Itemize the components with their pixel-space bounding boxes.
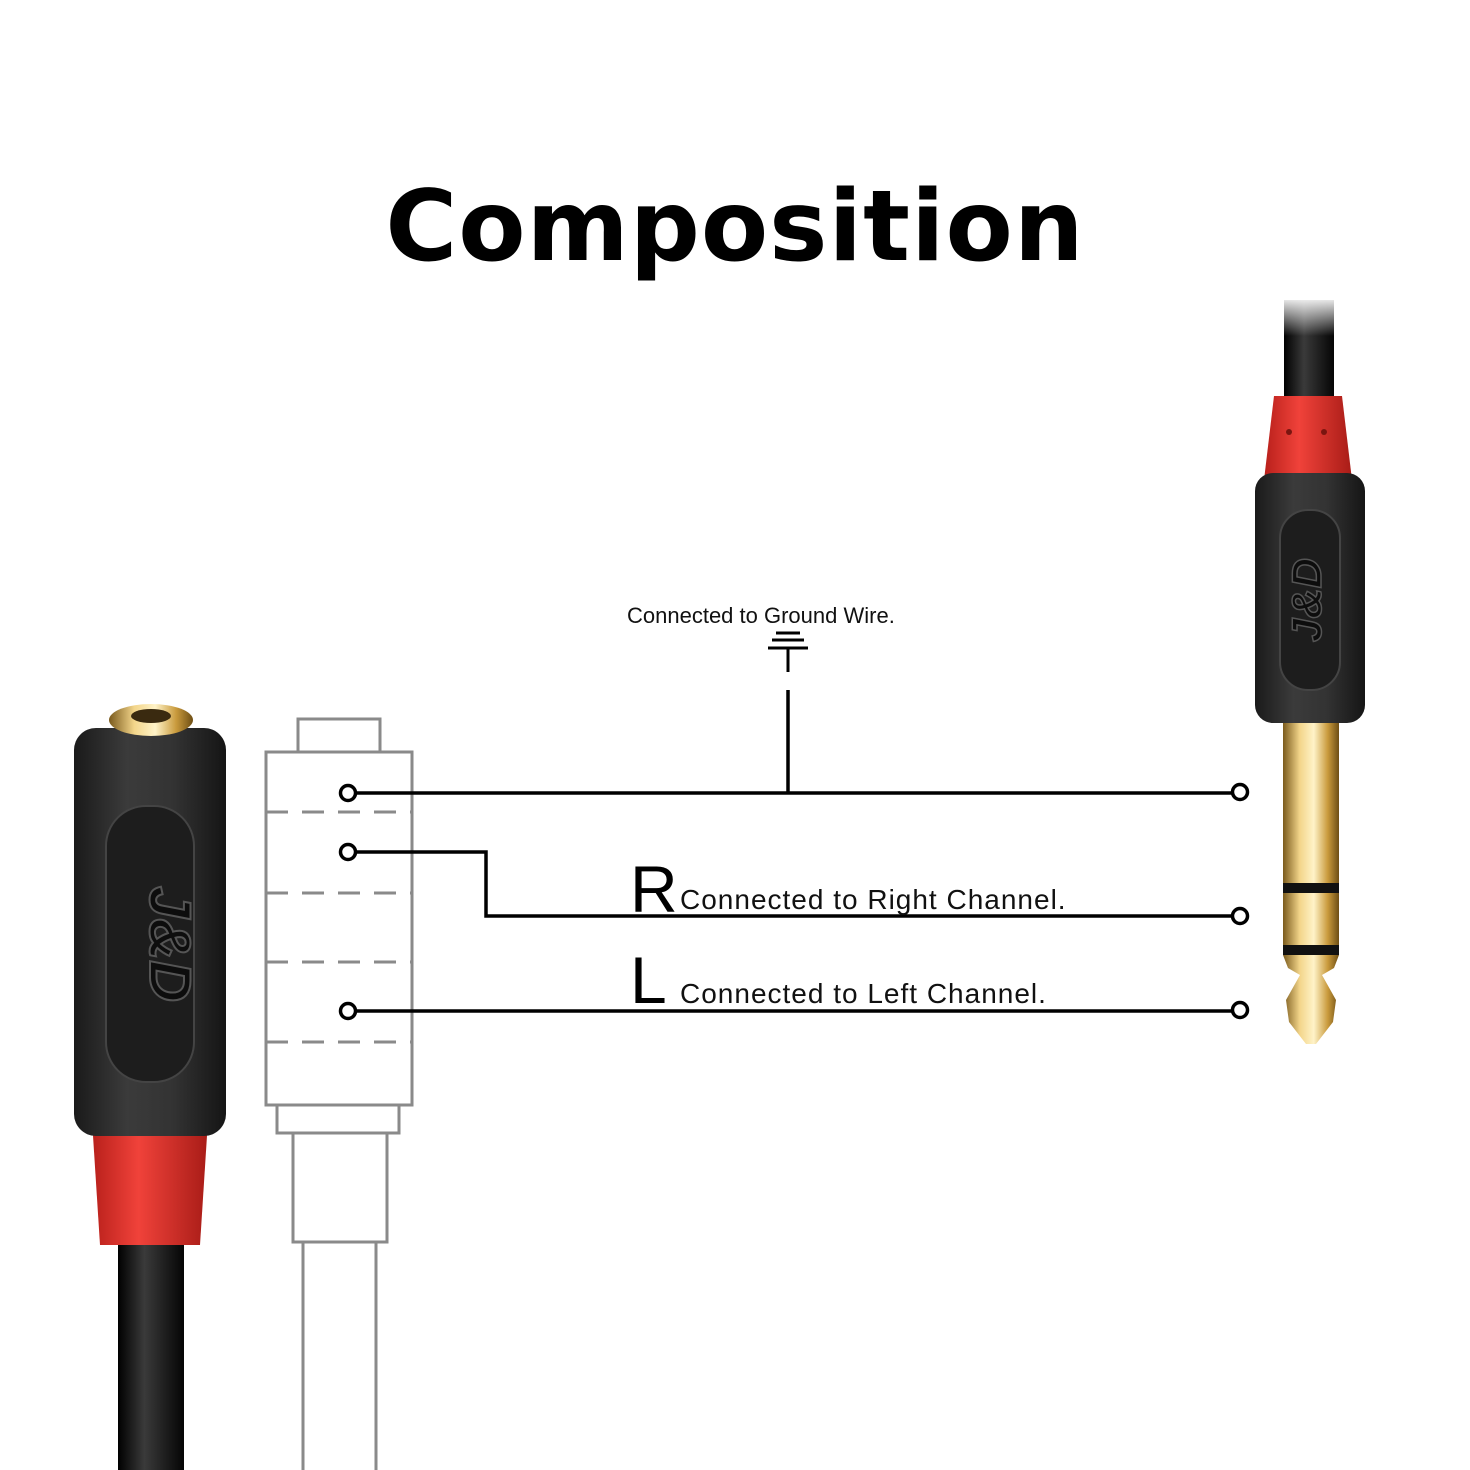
male-plug-insulator-ring — [1283, 883, 1339, 893]
male-plug-connector: J&D — [1255, 296, 1365, 1044]
terminal-left-right — [1230, 1000, 1250, 1020]
terminal-ground-left — [338, 783, 358, 803]
terminal-left-left — [338, 1001, 358, 1021]
female-jack-red-collar — [92, 1120, 208, 1245]
outline-top-cap — [296, 717, 382, 754]
male-plug-label-panel — [1279, 509, 1341, 691]
left-channel-label: Connected to Left Channel. — [680, 978, 1047, 1009]
female-jack-socket-hole — [131, 709, 171, 723]
right-channel-label: Connected to Right Channel. — [680, 884, 1067, 915]
outline-collar — [275, 1103, 401, 1135]
male-plug-ring — [1283, 893, 1339, 945]
terminal-right-right — [1230, 906, 1250, 926]
female-jack-connector: J&D — [74, 704, 226, 1470]
red-collar-dot — [1286, 429, 1292, 435]
female-jack-cable — [118, 1235, 184, 1470]
ground-wire-label: Connected to Ground Wire. — [627, 603, 895, 628]
male-plug-sleeve — [1283, 723, 1339, 883]
outline-body — [264, 750, 414, 1107]
male-plug-red-collar — [1264, 396, 1352, 480]
male-plug-insulator-tip — [1283, 945, 1339, 955]
female-jack-logo: J&D — [137, 886, 202, 1002]
outline-strain-relief — [291, 1131, 389, 1244]
left-channel-letter: L — [630, 943, 667, 1017]
right-channel-wire — [348, 850, 1240, 918]
wires — [348, 690, 1240, 1013]
page-title: Composition — [385, 170, 1085, 284]
terminal-right-left — [338, 842, 358, 862]
terminal-ground-right — [1230, 782, 1250, 802]
red-collar-dot — [1321, 429, 1327, 435]
male-plug-cable-fade — [1280, 296, 1338, 336]
wire-terminals — [338, 782, 1250, 1021]
male-plug-tip — [1283, 955, 1339, 1044]
outline-segment-dividers — [266, 810, 412, 1044]
ground-symbol-icon — [768, 631, 808, 672]
female-jack-label-panel — [105, 805, 195, 1083]
male-plug-logo: J&D — [1283, 558, 1330, 642]
connector-outline-schematic — [264, 717, 414, 1470]
right-channel-letter: R — [630, 852, 678, 926]
